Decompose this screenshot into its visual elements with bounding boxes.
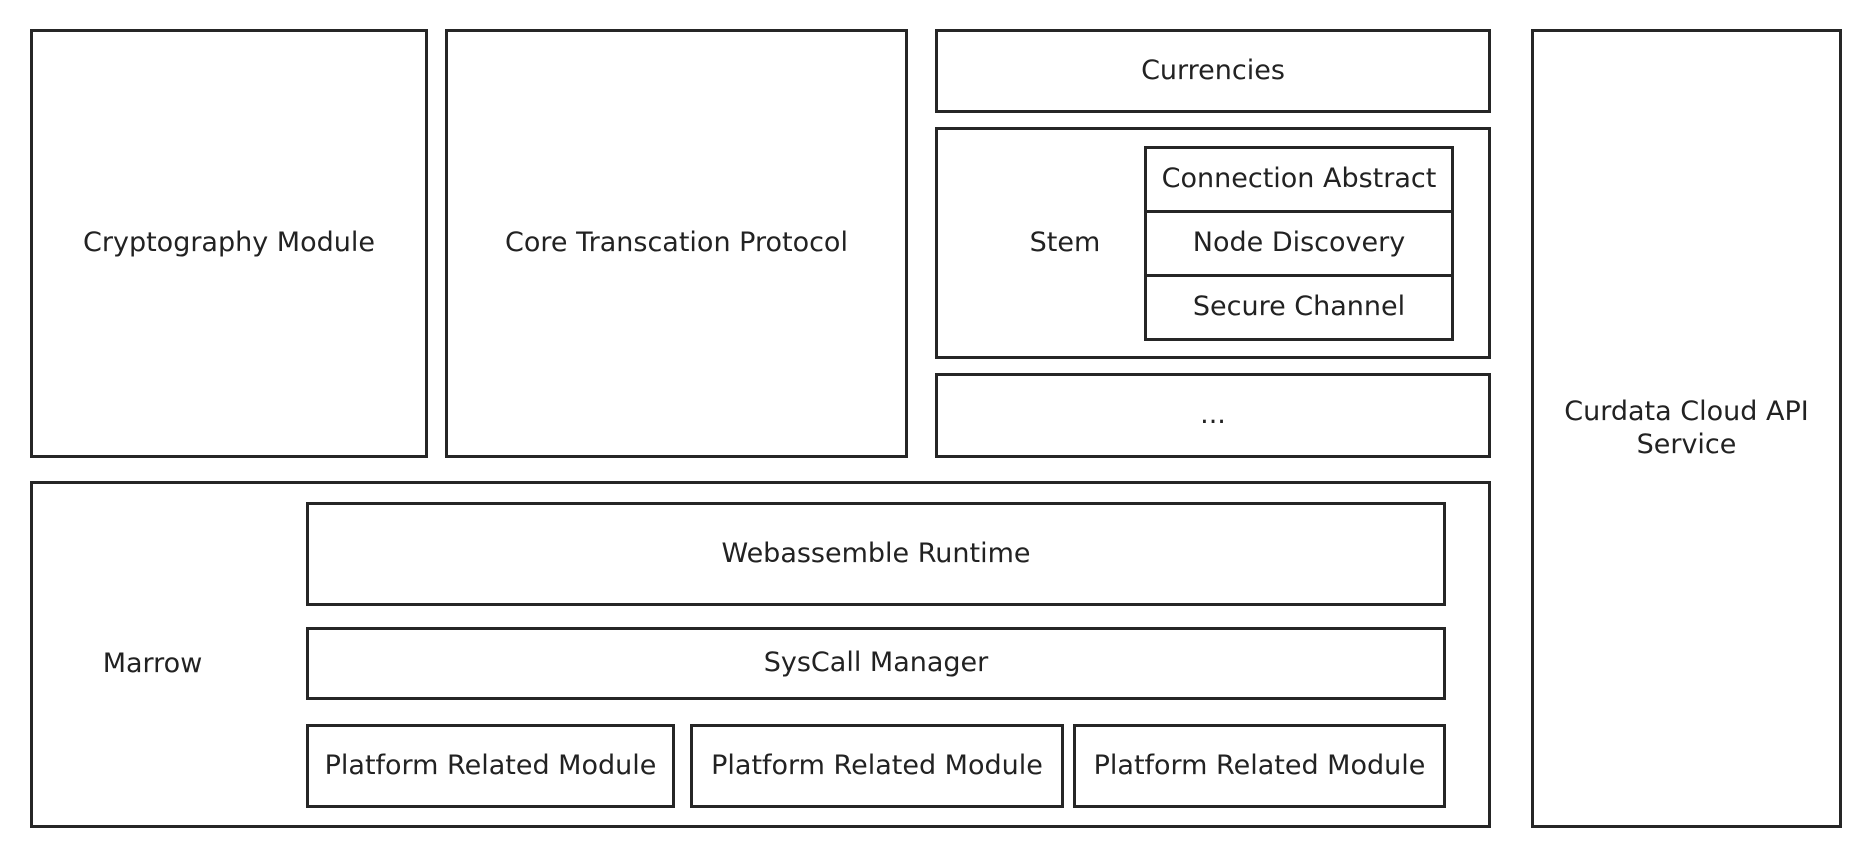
platform-related-module-box-3: Platform Related Module: [1073, 724, 1446, 808]
connection-abstract-label: Connection Abstract: [1161, 163, 1437, 195]
connection-abstract-box: Connection Abstract: [1144, 146, 1454, 213]
secure-channel-label: Secure Channel: [1192, 291, 1406, 323]
webassemble-runtime-box: Webassemble Runtime: [306, 502, 1446, 606]
platform-related-module-box-1: Platform Related Module: [306, 724, 675, 808]
syscall-manager-label: SysCall Manager: [763, 647, 989, 679]
core-transaction-protocol-label: Core Transcation Protocol: [505, 227, 848, 259]
secure-channel-box: Secure Channel: [1144, 274, 1454, 341]
platform-related-module-label-2: Platform Related Module: [711, 749, 1043, 781]
node-discovery-box: Node Discovery: [1144, 210, 1454, 277]
more-modules-box: ...: [935, 373, 1491, 458]
ellipsis-label: ...: [1200, 399, 1226, 431]
marrow-label: Marrow: [102, 648, 203, 679]
currencies-label: Currencies: [1141, 54, 1285, 86]
currencies-box: Currencies: [935, 29, 1491, 113]
core-transaction-protocol-box: Core Transcation Protocol: [445, 29, 908, 458]
platform-related-module-box-2: Platform Related Module: [690, 724, 1064, 808]
cryptography-module-label: Cryptography Module: [83, 227, 375, 259]
curdata-cloud-api-service-box: Curdata Cloud API Service: [1531, 29, 1842, 828]
platform-related-module-label-3: Platform Related Module: [1093, 749, 1426, 781]
syscall-manager-box: SysCall Manager: [306, 627, 1446, 700]
stem-label: Stem: [1029, 227, 1101, 258]
webassemble-runtime-label: Webassemble Runtime: [721, 537, 1031, 569]
node-discovery-label: Node Discovery: [1192, 227, 1406, 259]
cryptography-module-box: Cryptography Module: [30, 29, 428, 458]
curdata-cloud-api-service-label: Curdata Cloud API Service: [1564, 396, 1809, 460]
platform-related-module-label-1: Platform Related Module: [324, 749, 657, 781]
